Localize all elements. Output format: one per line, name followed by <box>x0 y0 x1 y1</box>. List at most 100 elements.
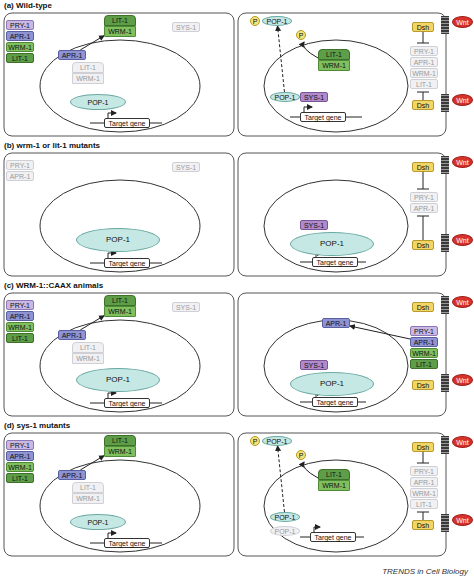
protein-label: LIT-1 <box>416 501 432 508</box>
protein-oval: POP-1 <box>76 228 160 252</box>
protein-label: SYS-1 <box>176 304 196 311</box>
protein-box: SYS-1 <box>300 92 328 102</box>
protein-label: Target gene <box>305 114 342 121</box>
protein-label: POP-1 <box>87 519 108 526</box>
protein-label: LIT-1 <box>72 342 104 353</box>
dsh-box: Dsh <box>412 302 434 312</box>
protein-label: Wnt <box>456 159 468 166</box>
protein-label: Wnt <box>456 19 468 26</box>
panel: (a) Wild-typePRY-1APR-1WRM-1LIT-1APR-1LI… <box>0 0 474 138</box>
protein-label: WRM-1 <box>412 70 436 77</box>
protein-label: WRM-1 <box>8 44 32 51</box>
protein-box: APR-1 <box>410 203 438 213</box>
protein-label: LIT-1 <box>416 81 432 88</box>
protein-oval: POP-1 <box>270 512 300 522</box>
protein-box: APR-1 <box>6 311 34 321</box>
protein-label: WRM-1 <box>104 306 136 317</box>
protein-label: Target gene <box>109 400 146 407</box>
protein-label: Wnt <box>456 299 468 306</box>
protein-label: POP-1 <box>274 528 295 535</box>
protein-label: SYS-1 <box>176 24 196 31</box>
protein-oval: POP-1 <box>70 514 126 530</box>
protein-label: WRM-1 <box>72 73 104 84</box>
protein-label: PRY-1 <box>10 162 30 169</box>
protein-label: LIT-1 <box>318 49 350 60</box>
protein-label: WRM-1 <box>104 446 136 457</box>
protein-label: Dsh <box>417 164 429 171</box>
protein-label: WRM-1 <box>318 480 350 491</box>
protein-label: P <box>253 438 258 445</box>
protein-label: Dsh <box>417 242 429 249</box>
complex-box: LIT-1WRM-1 <box>72 343 104 363</box>
complex-box: LIT-1WRM-1 <box>72 63 104 83</box>
protein-label: APR-1 <box>62 332 83 339</box>
protein-label: WRM-1 <box>72 353 104 364</box>
transport-arrow <box>80 456 104 470</box>
protein-label: WRM-1 <box>412 350 436 357</box>
protein-box: APR-1 <box>410 57 438 67</box>
protein-box: APR-1 <box>410 337 438 347</box>
protein-label: WRM-1 <box>318 60 350 71</box>
protein-box: WRM-1 <box>410 348 438 358</box>
wnt-ligand: Wnt <box>452 514 473 526</box>
transport-arrow <box>278 26 285 92</box>
protein-label: Wnt <box>456 237 468 244</box>
complex-box: LIT-1WRM-1 <box>104 16 136 36</box>
protein-oval: POP-1 <box>290 372 374 396</box>
phosphate-circle: P <box>250 16 260 26</box>
protein-box: WRM-1 <box>410 68 438 78</box>
protein-box: APR-1 <box>6 171 34 181</box>
gene-box: Target gene <box>312 257 358 267</box>
protein-label: POP-1 <box>87 99 108 106</box>
transport-arrow <box>278 446 285 512</box>
protein-label: POP-1 <box>274 94 295 101</box>
panel: (d) sys-1 mutantsPRY-1APR-1WRM-1LIT-1APR… <box>0 420 474 558</box>
protein-box: PRY-1 <box>6 20 34 30</box>
protein-label: Target gene <box>315 534 352 541</box>
protein-label: POP-1 <box>274 514 295 521</box>
cell-pair <box>4 433 449 556</box>
gene-box: Target gene <box>104 118 150 128</box>
protein-box: WRM-1 <box>6 462 34 472</box>
gene-box: Target gene <box>312 397 358 407</box>
transport-arrow <box>80 36 104 50</box>
protein-label: LIT-1 <box>104 15 136 26</box>
protein-label: WRM-1 <box>8 464 32 471</box>
protein-box: APR-1 <box>6 451 34 461</box>
protein-label: Target gene <box>109 540 146 547</box>
protein-label: Dsh <box>417 24 429 31</box>
protein-oval: POP-1 <box>270 526 300 536</box>
protein-label: PRY-1 <box>414 194 434 201</box>
dsh-box: Dsh <box>412 162 434 172</box>
source-credit: TRENDS in Cell Biology <box>382 568 468 576</box>
complex-box: LIT-1WRM-1 <box>104 296 136 316</box>
phosphate-circle: P <box>296 30 306 40</box>
dsh-box: Dsh <box>412 100 434 110</box>
protein-label: APR-1 <box>326 320 347 327</box>
protein-label: APR-1 <box>62 472 83 479</box>
dsh-box: Dsh <box>412 22 434 32</box>
protein-label: SYS-1 <box>304 362 324 369</box>
protein-label: LIT-1 <box>416 361 432 368</box>
protein-label: Target gene <box>317 399 354 406</box>
protein-box: LIT-1 <box>6 53 34 63</box>
protein-label: APR-1 <box>10 453 31 460</box>
inhibition-bar <box>417 32 429 520</box>
cell-pair <box>4 13 449 136</box>
protein-label: APR-1 <box>10 313 31 320</box>
protein-label: P <box>299 32 304 39</box>
protein-label: POP-1 <box>266 438 287 445</box>
cell-pair <box>4 293 449 416</box>
protein-label: Dsh <box>417 522 429 529</box>
protein-box: PRY-1 <box>410 192 438 202</box>
protein-label: Wnt <box>456 97 468 104</box>
dna-line <box>290 107 366 537</box>
protein-box: PRY-1 <box>6 300 34 310</box>
protein-label: PRY-1 <box>10 302 30 309</box>
gene-box: Target gene <box>104 538 150 548</box>
protein-label: Target gene <box>109 260 146 267</box>
protein-label: POP-1 <box>320 240 344 248</box>
protein-label: P <box>299 452 304 459</box>
protein-box: PRY-1 <box>410 466 438 476</box>
protein-box: LIT-1 <box>410 359 438 369</box>
